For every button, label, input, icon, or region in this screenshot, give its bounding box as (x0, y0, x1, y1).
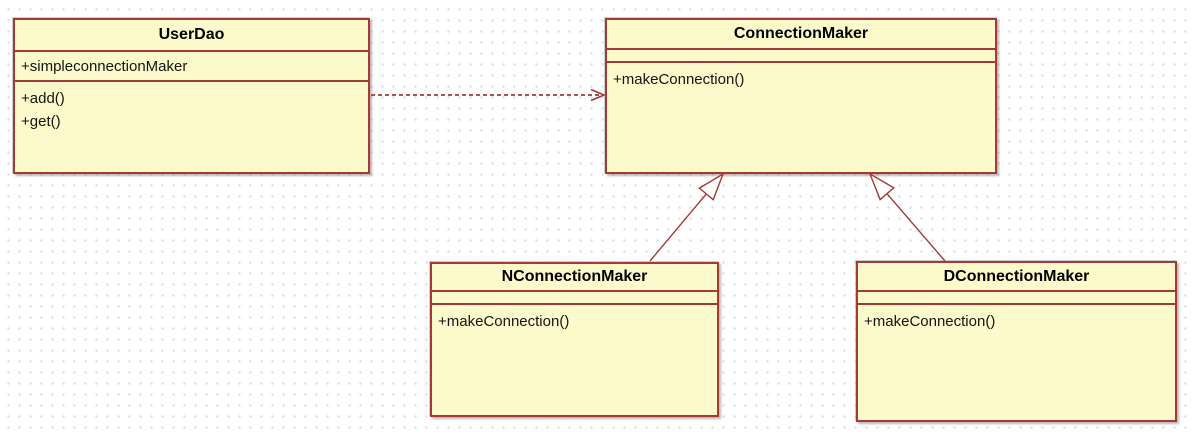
class-name-label: ConnectionMaker (607, 20, 995, 50)
method-item: +get() (21, 113, 61, 130)
attributes-compartment: +simpleconnectionMaker (15, 52, 368, 82)
generalization-edge-nconnectionmaker-to-connectionmaker[interactable] (649, 172, 725, 262)
method-item: +add() (21, 90, 65, 107)
open-arrowhead-icon (590, 88, 607, 102)
class-box-nconnectionmaker[interactable]: NConnectionMaker +makeConnection() (430, 262, 719, 417)
hollow-triangle-arrowhead-icon (698, 172, 725, 201)
class-name-label: UserDao (15, 20, 368, 52)
method-item: +makeConnection() (438, 313, 570, 330)
attributes-compartment (432, 292, 717, 305)
class-name-label: DConnectionMaker (858, 263, 1175, 292)
methods-compartment: +makeConnection() (432, 305, 717, 333)
attributes-compartment (858, 292, 1175, 305)
methods-compartment: +makeConnection() (607, 63, 995, 91)
generalization-line (886, 193, 946, 262)
hollow-triangle-arrowhead-icon (868, 172, 895, 201)
attribute-item: +simpleconnectionMaker (21, 57, 188, 75)
generalization-edge-dconnectionmaker-to-connectionmaker[interactable] (868, 172, 946, 262)
dependency-edge-userdao-to-connectionmaker[interactable] (371, 88, 607, 102)
method-item: +makeConnection() (864, 313, 996, 330)
methods-compartment: +makeConnection() (858, 305, 1175, 333)
class-box-dconnectionmaker[interactable]: DConnectionMaker +makeConnection() (856, 261, 1177, 422)
class-name-label: NConnectionMaker (432, 264, 717, 292)
generalization-line (649, 193, 707, 262)
class-box-userdao[interactable]: UserDao +simpleconnectionMaker +add() +get(… (13, 18, 370, 174)
methods-compartment: +add() +get() (15, 82, 368, 133)
class-box-connectionmaker[interactable]: ConnectionMaker +makeConnection() (605, 18, 997, 174)
attributes-compartment (607, 50, 995, 63)
method-item: +makeConnection() (613, 71, 745, 88)
